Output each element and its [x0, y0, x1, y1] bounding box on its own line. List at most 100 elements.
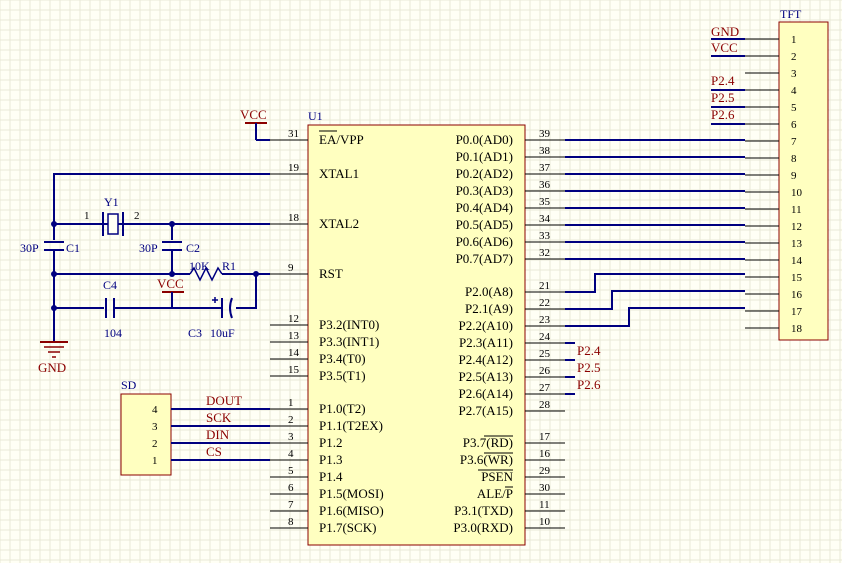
- u1-pin-number: 36: [539, 179, 551, 191]
- bus-wire: [565, 307, 745, 327]
- u1-pin-number: 5: [288, 465, 294, 477]
- u1-pin-number: 29: [539, 465, 551, 477]
- sd-net-label: CS: [206, 444, 222, 459]
- u1-pin-label: P2.0(A8): [465, 284, 513, 299]
- u1-pin-number: 13: [288, 330, 300, 342]
- u1-pin-number: 22: [539, 297, 550, 309]
- u1-pin-label: P1.6(MISO): [319, 503, 384, 518]
- u1-pin-label: P2.6(A14): [458, 386, 513, 401]
- u1-pin-number: 30: [539, 482, 551, 494]
- u1-pin-label: P2.4(A12): [458, 352, 513, 367]
- u1-pin-number: 27: [539, 382, 551, 394]
- u1-pin-number: 35: [539, 196, 551, 208]
- tft-bus-wires: [565, 38, 745, 395]
- tft-net-vcc: VCC: [711, 40, 738, 55]
- u1-pin-label: P2.1(A9): [465, 301, 513, 316]
- sd-net-label: DOUT: [206, 393, 242, 408]
- u1-pin-label: P2.3(A11): [459, 335, 513, 350]
- tft-net-gnd: GND: [711, 24, 739, 39]
- u1-pin-label: P2.7(A15): [458, 403, 513, 418]
- u1-pin-label: PSEN: [481, 469, 513, 484]
- u1-pin-label: P0.1(AD1): [456, 149, 513, 164]
- u1-pin-number: 23: [539, 314, 551, 326]
- u1-pin-label: P0.0(AD0): [456, 132, 513, 147]
- u1-pin-number: 11: [539, 499, 550, 511]
- y1-crystal: Y1 1 2: [84, 195, 140, 236]
- u1-pin-label: P1.3: [319, 452, 342, 467]
- u1-right-pins: 39P0.0(AD0)38P0.1(AD1)37P0.2(AD2)36P0.3(…: [453, 128, 565, 535]
- u1-net-p26: P2.6: [577, 377, 601, 392]
- u1-pin-label: P3.7(RD): [463, 435, 513, 450]
- tft-pin-number: 3: [791, 68, 797, 80]
- u1-pin-number: 24: [539, 331, 551, 343]
- u1-pin-number: 28: [539, 399, 551, 411]
- tft-pin-number: 7: [791, 136, 797, 148]
- u1-pin-number: 7: [288, 499, 294, 511]
- tft-ref: TFT: [780, 7, 802, 21]
- u1-pin-label: P3.0(RXD): [453, 520, 513, 535]
- u1-pin-label: P0.6(AD6): [456, 234, 513, 249]
- u1-net-p24: P2.4: [577, 343, 601, 358]
- u1-pin-number: 37: [539, 162, 551, 174]
- r1-resistor: 10K R1: [189, 259, 270, 282]
- u1-pin-number: 32: [539, 247, 550, 259]
- u1-pin-label: P1.7(SCK): [319, 520, 376, 535]
- c2-ref: C2: [186, 241, 200, 255]
- u1-pin-label: P1.0(T2): [319, 401, 366, 416]
- u1-pin-number: 39: [539, 128, 551, 140]
- u1-pin-number: 8: [288, 516, 294, 528]
- u1-pin-number: 9: [288, 262, 294, 274]
- c3-value: 10uF: [210, 326, 235, 340]
- sd-ref: SD: [121, 378, 137, 392]
- u1-pin-number: 34: [539, 213, 551, 225]
- u1-pin-label: P3.3(INT1): [319, 334, 379, 349]
- u1-pin-label: P3.4(T0): [319, 351, 366, 366]
- tft-net-p24: P2.4: [711, 73, 735, 88]
- u1-pin-number: 26: [539, 365, 551, 377]
- tft-pin-number: 13: [791, 238, 803, 250]
- u1-pin-label: P0.5(AD5): [456, 217, 513, 232]
- tft-pin-number: 8: [791, 153, 797, 165]
- sd-pin-number: 2: [152, 438, 158, 450]
- u1-pin-number: 19: [288, 162, 300, 174]
- sd-net-label: SCK: [206, 410, 232, 425]
- u1-pin-label: P1.5(MOSI): [319, 486, 384, 501]
- r1-value: 10K: [189, 259, 210, 273]
- tft-pin-number: 14: [791, 255, 803, 267]
- u1-pin-number: 18: [288, 212, 300, 224]
- u1-pin-label: P2.5(A13): [458, 369, 513, 384]
- u1-pin-number: 31: [288, 128, 299, 140]
- u1-pin-number: 14: [288, 347, 300, 359]
- u1-pin-label: P3.1(TXD): [454, 503, 513, 518]
- u1-pin-number: 15: [288, 364, 300, 376]
- u1-pin-label: EA/VPP: [319, 132, 364, 147]
- u1-pin-number: 38: [539, 145, 551, 157]
- vcc-small-label: VCC: [157, 276, 184, 291]
- tft-net-p26: P2.6: [711, 107, 735, 122]
- r1-ref: R1: [222, 259, 236, 273]
- y1-ref: Y1: [104, 195, 119, 209]
- tft-pin-number: 5: [791, 102, 797, 114]
- u1-pin-number: 12: [288, 313, 299, 325]
- tft-pin-number: 9: [791, 170, 797, 182]
- u1-ref: U1: [308, 109, 323, 123]
- u1-pin-label: P3.6(WR): [460, 452, 513, 467]
- u1-pin-number: 25: [539, 348, 551, 360]
- y1-pin2: 2: [134, 210, 140, 222]
- u1-pin-number: 17: [539, 431, 551, 443]
- sd-net-label: DIN: [206, 427, 230, 442]
- gnd-symbol: GND: [38, 341, 68, 375]
- u1-pin-label: ALE/P: [477, 486, 513, 501]
- c4-value: 104: [104, 326, 122, 340]
- u1-pin-number: 2: [288, 414, 294, 426]
- vcc-ea-label: VCC: [240, 107, 267, 122]
- c1-capacitor: 30P C1: [20, 241, 80, 342]
- u1-pin-number: 4: [288, 448, 294, 460]
- u1-pin-label: P3.5(T1): [319, 368, 366, 383]
- u1-pin-number: 10: [539, 516, 551, 528]
- u1-pin-label: P1.1(T2EX): [319, 418, 383, 433]
- u1-pin-label: P2.2(A10): [458, 318, 513, 333]
- tft-net-p25: P2.5: [711, 90, 734, 105]
